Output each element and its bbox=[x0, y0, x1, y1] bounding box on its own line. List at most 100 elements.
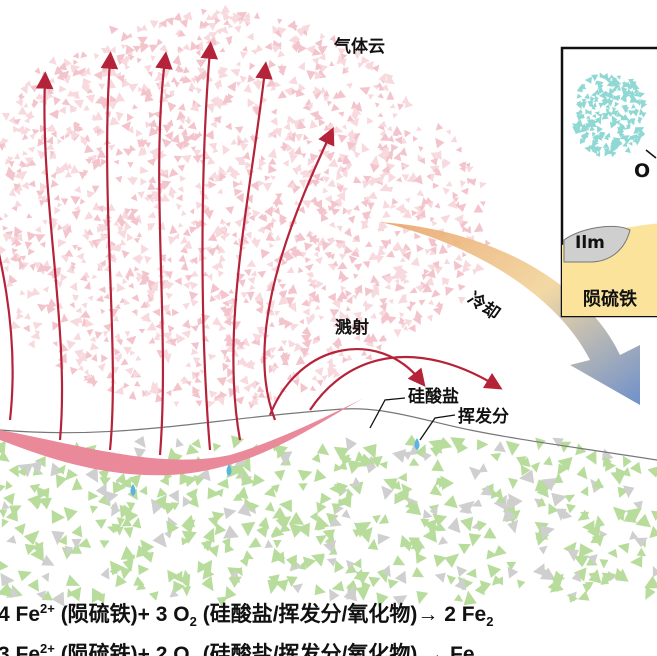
particle bbox=[274, 579, 289, 592]
particle bbox=[146, 279, 156, 288]
particle bbox=[622, 107, 629, 114]
particle bbox=[146, 321, 157, 331]
particle bbox=[113, 220, 119, 227]
particle bbox=[350, 117, 360, 127]
particle bbox=[144, 196, 150, 202]
particle bbox=[333, 463, 343, 472]
particle bbox=[199, 73, 208, 81]
particle bbox=[304, 257, 311, 263]
particle bbox=[627, 119, 632, 125]
particle bbox=[116, 53, 125, 64]
particle bbox=[379, 220, 389, 229]
particle bbox=[223, 333, 234, 342]
particle bbox=[109, 565, 118, 575]
particle bbox=[100, 233, 110, 242]
particle bbox=[270, 85, 277, 91]
particle bbox=[418, 299, 426, 306]
particle bbox=[306, 102, 313, 109]
particle bbox=[264, 175, 271, 182]
particle bbox=[182, 11, 193, 21]
particle bbox=[631, 103, 636, 109]
particle bbox=[307, 158, 315, 166]
particle bbox=[252, 398, 259, 405]
particle bbox=[577, 590, 590, 601]
particle bbox=[288, 245, 298, 254]
particle bbox=[54, 206, 61, 215]
particle bbox=[368, 333, 378, 342]
particle bbox=[277, 50, 286, 58]
particle bbox=[402, 451, 413, 461]
particle bbox=[139, 166, 149, 174]
impact-crater bbox=[0, 395, 370, 476]
particle bbox=[303, 134, 309, 141]
particle bbox=[392, 265, 403, 275]
particle bbox=[309, 196, 318, 204]
particle bbox=[115, 243, 122, 251]
particle bbox=[463, 259, 472, 270]
particle bbox=[30, 84, 39, 93]
particle bbox=[50, 152, 56, 159]
particle bbox=[75, 359, 84, 367]
particle bbox=[322, 187, 329, 194]
particle bbox=[415, 214, 422, 221]
particle bbox=[156, 331, 162, 339]
particle bbox=[282, 352, 288, 358]
particle bbox=[640, 99, 647, 106]
particle bbox=[314, 515, 330, 531]
particle bbox=[351, 323, 358, 331]
particle bbox=[433, 150, 442, 161]
particle bbox=[34, 67, 41, 75]
particle bbox=[15, 239, 22, 247]
particle bbox=[236, 341, 246, 349]
particle bbox=[96, 226, 104, 233]
particle bbox=[181, 514, 195, 528]
particle bbox=[277, 278, 283, 284]
particle bbox=[363, 175, 372, 183]
volatiles-label: 挥发分 bbox=[458, 407, 509, 427]
particle bbox=[88, 490, 99, 501]
particle bbox=[50, 110, 60, 119]
particle bbox=[604, 77, 611, 84]
particle bbox=[443, 495, 458, 509]
particle bbox=[595, 80, 600, 86]
particle bbox=[228, 288, 234, 294]
particle bbox=[312, 173, 321, 181]
particle bbox=[306, 231, 312, 238]
particle bbox=[135, 355, 142, 361]
particle bbox=[48, 301, 55, 308]
particle bbox=[572, 123, 580, 129]
particle bbox=[24, 543, 37, 556]
particle bbox=[378, 246, 386, 251]
particle bbox=[24, 117, 30, 124]
particle bbox=[239, 51, 248, 59]
particle bbox=[217, 245, 226, 254]
particle bbox=[353, 522, 368, 538]
particle bbox=[27, 248, 35, 256]
particle bbox=[391, 143, 399, 152]
particle bbox=[596, 125, 603, 133]
particle bbox=[337, 494, 352, 508]
particle bbox=[95, 240, 102, 246]
particle bbox=[608, 87, 615, 95]
particle bbox=[346, 141, 358, 151]
particle bbox=[472, 269, 478, 276]
particle bbox=[247, 98, 255, 108]
particle bbox=[604, 90, 611, 97]
particle bbox=[127, 369, 133, 375]
particle bbox=[217, 68, 223, 75]
particle bbox=[242, 46, 248, 52]
particle bbox=[630, 120, 635, 126]
particle bbox=[277, 345, 285, 351]
particle bbox=[101, 71, 108, 78]
particle bbox=[59, 162, 70, 171]
particle bbox=[103, 293, 110, 300]
particle bbox=[218, 98, 228, 107]
particle bbox=[355, 316, 363, 324]
particle bbox=[612, 506, 627, 521]
particle bbox=[330, 208, 341, 216]
particle bbox=[327, 100, 332, 107]
particle bbox=[426, 173, 432, 180]
particle bbox=[67, 588, 75, 598]
particle bbox=[69, 302, 76, 309]
particle bbox=[183, 140, 191, 148]
